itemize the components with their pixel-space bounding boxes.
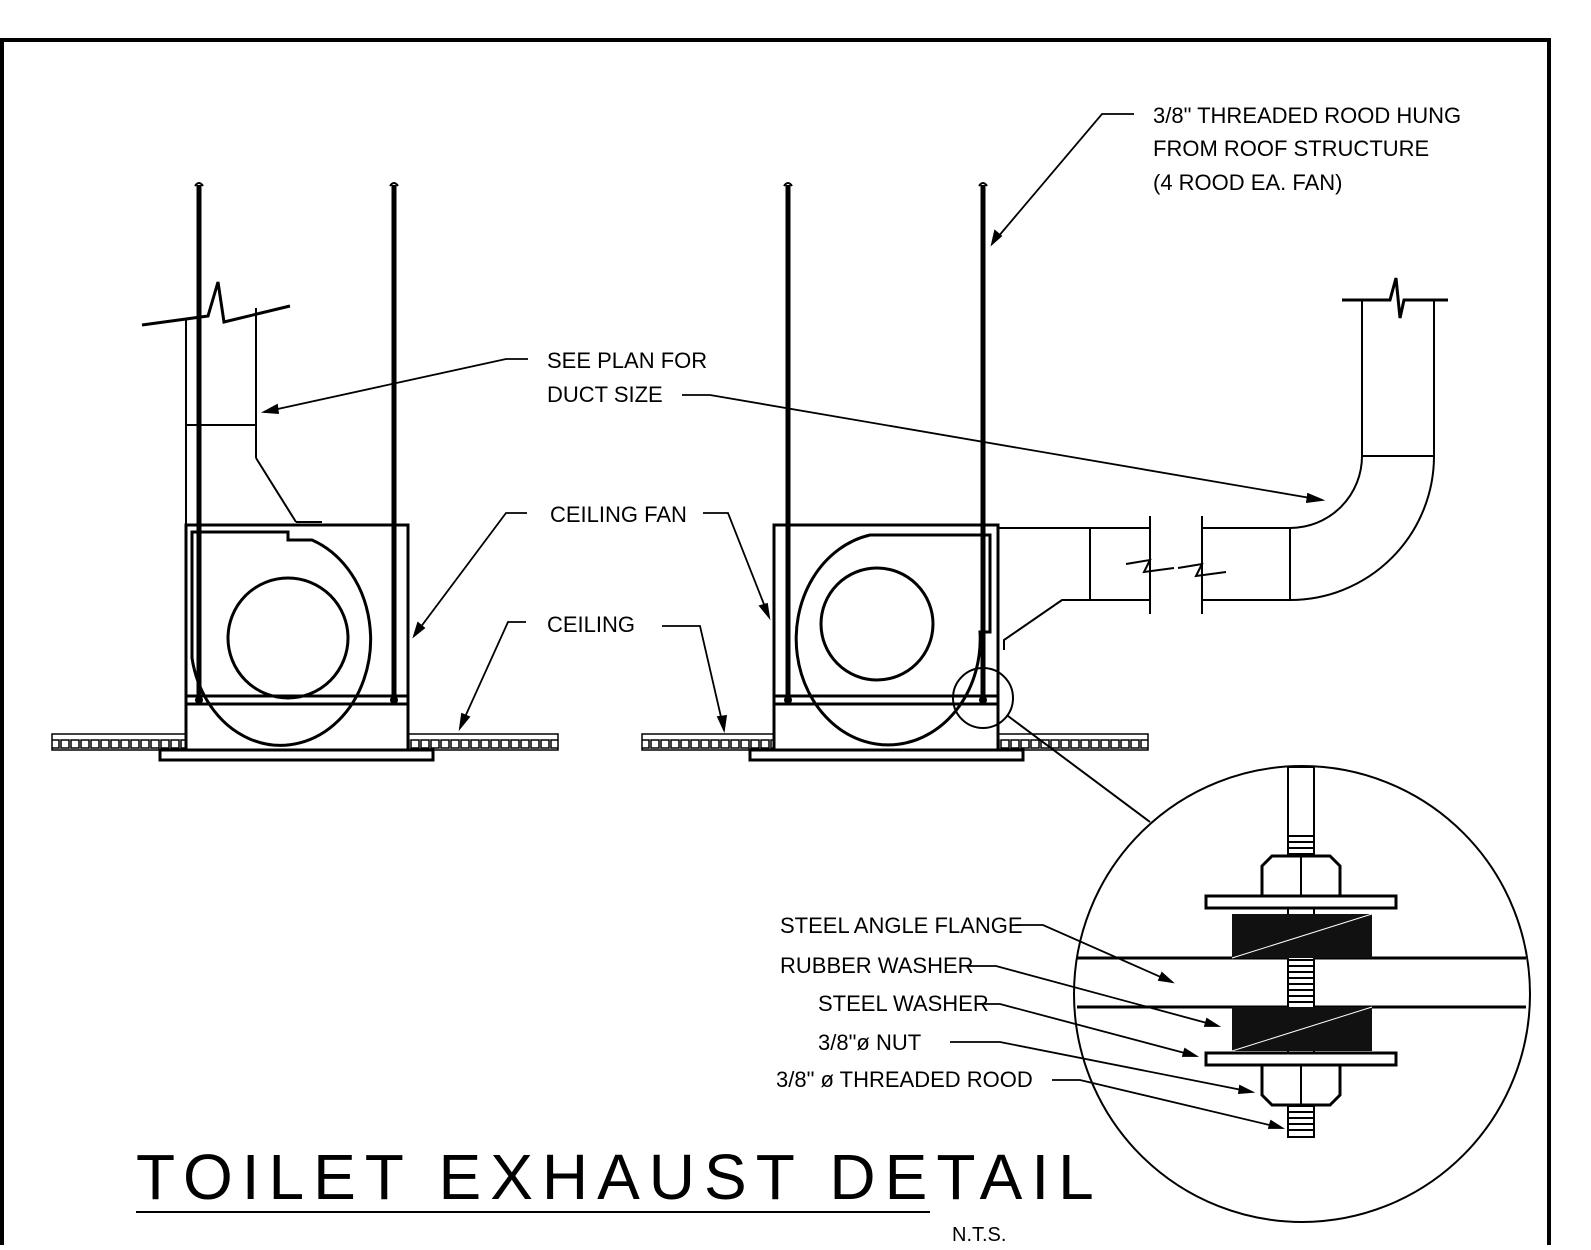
ceiling-right-b [997, 733, 1149, 751]
callout-steel-angle-flange: STEEL ANGLE FLANGE [780, 913, 1023, 938]
nut-right-a [784, 696, 792, 704]
callout-duct-2: DUCT SIZE [547, 382, 663, 407]
detail-steel-washer-bottom [1204, 1051, 1398, 1067]
left-fan-view [51, 182, 559, 762]
callout-steel-washer: STEEL WASHER [818, 991, 989, 1016]
fan-housing-right [772, 523, 1000, 752]
nut-left-a [195, 696, 203, 704]
rod-break-left-a [194, 182, 204, 187]
duct-elbow-outer [1289, 455, 1435, 601]
fan-wheel-left [226, 576, 350, 700]
rod-break-right-a [783, 182, 793, 187]
fan-scroll-right [794, 533, 992, 747]
detail-steel-washer-top [1204, 894, 1398, 910]
fan-wheel-right [819, 566, 935, 682]
scale-note: N.T.S. [952, 1224, 1006, 1245]
callout-rod-hung-2: FROM ROOF STRUCTURE [1153, 136, 1429, 161]
nut-right-b [979, 696, 987, 704]
callout-rod-hung-1: 3/8" THREADED ROOD HUNG [1153, 103, 1461, 128]
ceiling-left-b [407, 733, 559, 751]
duct-break-a-zig [1125, 558, 1175, 574]
rod-break-left-b [389, 182, 399, 187]
callout-duct-1: SEE PLAN FOR [547, 348, 707, 373]
ceiling-left-a [51, 733, 187, 751]
duct-right-bottom-a [1003, 599, 1150, 650]
fan-housing-left [184, 523, 410, 752]
duct-break-b-zig [1177, 562, 1227, 578]
detail-leader [1007, 715, 1151, 823]
callout-rod-hung-3: (4 ROOD EA. FAN) [1153, 170, 1342, 195]
detail-marker-circle [952, 667, 1014, 729]
duct-riser-break [1342, 277, 1448, 319]
callout-threaded-rod: 3/8" ø THREADED ROOD [776, 1067, 1033, 1092]
callout-rubber-washer: RUBBER WASHER [780, 953, 974, 978]
ceiling-right-a [641, 733, 775, 751]
callout-ceiling-fan: CEILING FAN [550, 502, 687, 527]
duct-left-break [141, 281, 291, 327]
right-fan-view [641, 182, 1448, 823]
duct-elbow-inner [1289, 455, 1363, 529]
callout-ceiling: CEILING [547, 612, 635, 637]
sheet-border [0, 38, 1551, 1245]
rod-break-right-b [978, 182, 988, 187]
leader-lines [260, 113, 1326, 1129]
enlarged-detail [1073, 765, 1531, 1223]
duct-left-transition [255, 457, 297, 523]
fan-scroll-left [190, 530, 373, 747]
drawing-title: TOILET EXHAUST DETAIL [136, 1141, 1103, 1213]
nut-left-b [390, 696, 398, 704]
callout-nut: 3/8"ø NUT [818, 1030, 921, 1055]
